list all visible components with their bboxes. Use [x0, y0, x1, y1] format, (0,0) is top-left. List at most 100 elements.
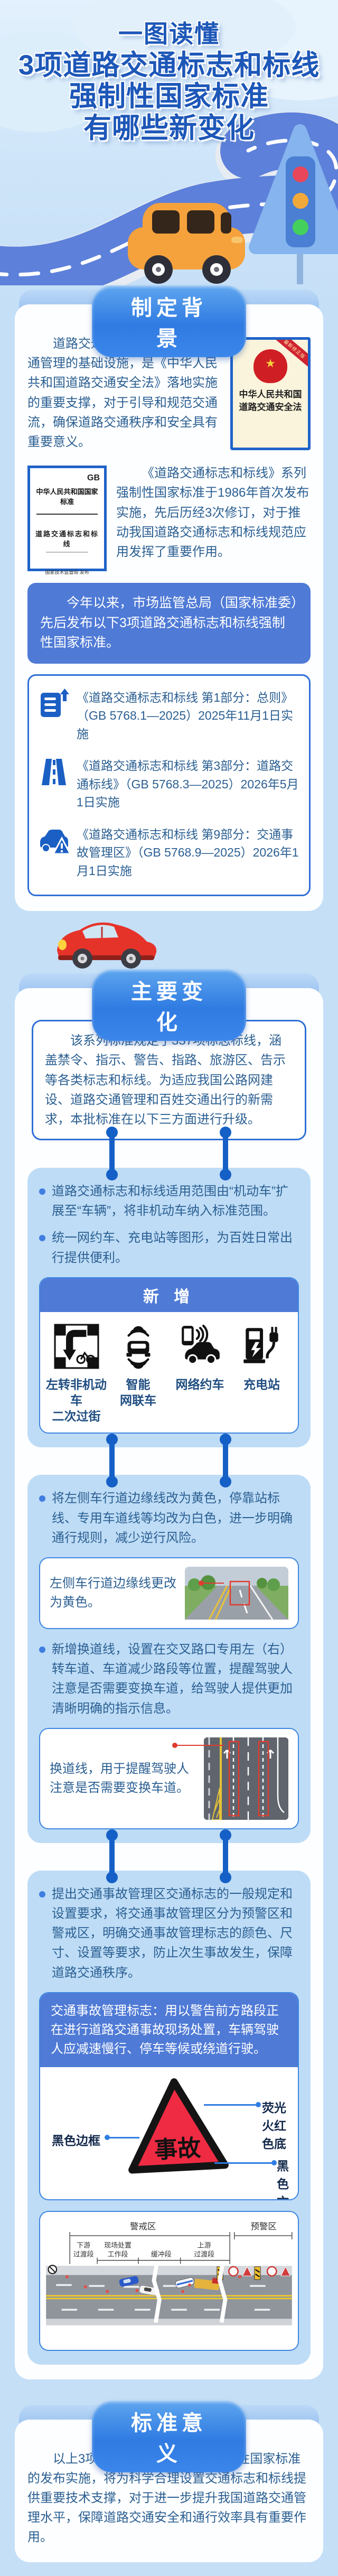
traffic-light-icon	[249, 124, 338, 284]
standard-item: 《道路交通标志和标线 第3部分：道路交通标线》（GB 5768.3—2025）2…	[39, 757, 299, 812]
gb-title: 道路交通标志和标线	[35, 530, 99, 548]
new-sign-item: 智能 网联车	[107, 1324, 169, 1409]
annotation-line	[204, 2101, 261, 2107]
connector-row	[27, 1438, 311, 1484]
accident-sign-definition: 交通事故管理标志：用以警告前方路段正在进行道路交通事故现场处置，车辆驾驶人应减速…	[40, 1993, 298, 2067]
connector	[109, 1131, 115, 1177]
bullet-dot	[39, 1495, 45, 1502]
annotation-label-border: 黑色边框	[52, 2133, 100, 2147]
hero-titles: 一图读懂 3项道路交通标志和标线 强制性国家标准 有哪些新变化	[0, 0, 338, 144]
gb-footer: 国家技术监督局 发布	[45, 570, 89, 575]
hero-section: 一图读懂 3项道路交通标志和标线 强制性国家标准 有哪些新变化	[0, 0, 338, 285]
standards-list: 《道路交通标志和标线 第1部分：总则》（GB 5768.1—2025）2025年…	[27, 674, 311, 897]
new-sign-item: 网络约车	[169, 1324, 231, 1393]
law-book-title-line2: 道路交通安全法	[239, 402, 302, 412]
bullet-dot	[39, 1188, 45, 1195]
standard-item: 《道路交通标志和标线 第1部分：总则》（GB 5768.1—2025）2025年…	[39, 688, 299, 743]
standard-text: 《道路交通标志和标线 第3部分：道路交通标线》（GB 5768.3—2025）2…	[77, 759, 299, 810]
orange-car-illustration	[128, 203, 245, 284]
new-sign-label: 网络约车	[175, 1377, 224, 1391]
section-significance: 标准意义 以上3项道路交通标志和标线强制性国家标准的发布实施，将为科学合理设置交…	[15, 2400, 323, 2562]
new-sign-item: 左转非机动车 二次过街	[45, 1324, 107, 1425]
new-sign-label: 网联车	[120, 1393, 156, 1407]
bullet-text: 新增换道线，设置在交叉路口专用左（右）转车道、车道减少路段等位置，提醒驾驶人注意…	[52, 1642, 293, 1716]
yellow-edge-line-label: 左侧车行道边缘线更改为黄色。	[50, 1576, 176, 1610]
annotation-line	[214, 2160, 277, 2165]
bullet-item: 道路交通标志和标线适用范围由“机动车”扩展至“车辆”，将非机动车纳入标准范围。	[39, 1182, 299, 1221]
standard-item: 《道路交通标志和标线 第9部分：交通事故管理区》（GB 5768.9—2025）…	[39, 825, 299, 880]
background-card: 道路交通标志和标线是道路交通管理的基础设施，是《中华人民共和国道路交通安全法》落…	[15, 304, 323, 912]
zone-label-pre: 预警区	[250, 2222, 276, 2231]
crossing-sign-icon	[54, 1324, 99, 1369]
bullet-dot	[39, 1647, 45, 1653]
accident-sign-body: 事故 黑色边框 荧光火红色底 黑色文字	[40, 2067, 298, 2199]
gb-standard-cover: GB 中华人民共和国国家标准 道路交通标志和标线 国家技术监督局 发布	[27, 466, 107, 575]
zone-label-main: 警戒区	[130, 2222, 156, 2231]
changes-group-3: 提出交通事故管理区交通标志的一般规定和设置要求，将交通事故管理区分为预警区和警戒…	[27, 1870, 311, 2365]
red-car-illustration	[57, 922, 157, 969]
annotation-label-text: 黑色文字	[277, 2159, 289, 2199]
bullet-text: 提出交通事故管理区交通标志的一般规定和设置要求，将交通事故管理区分为预警区和警戒…	[52, 1886, 293, 1980]
section-changes: 主要变化 该系列标准规定了337项标志标线，涵盖禁令、指示、警告、指路、旅游区、…	[15, 969, 323, 2379]
segment-label: 现场处置	[104, 2241, 132, 2249]
segment-label: 缓冲段	[151, 2250, 172, 2258]
bullet-text: 统一网约车、充电站等图形，为百姓日常出行提供便利。	[52, 1231, 293, 1265]
segment-label: 下游	[77, 2241, 90, 2249]
lane-diagram	[204, 1737, 288, 1820]
connector	[222, 1833, 228, 1879]
annotation-label-background: 荧光火红色底	[262, 2100, 286, 2151]
new-signs-header: 新 增	[40, 1278, 298, 1312]
bullet-dot	[39, 1891, 45, 1898]
law-book-cover: 最新修正版 中华人民共和国 道路交通安全法	[230, 337, 311, 450]
new-sign-label: 智能	[126, 1377, 151, 1391]
new-sign-item: 充电站	[231, 1324, 293, 1393]
background-paragraph-2: 《道路交通标志和标线》系列强制性国家标准于1986年首次发布实施，先后历经3次修…	[116, 466, 309, 559]
red-car-strip	[0, 914, 338, 969]
bullet-item: 提出交通事故管理区交通标志的一般规定和设置要求，将交通事故管理区分为预警区和警戒…	[39, 1884, 299, 1983]
bullet-text: 道路交通标志和标线适用范围由“机动车”扩展至“车辆”，将非机动车纳入标准范围。	[52, 1184, 288, 1219]
gb-header: 中华人民共和国国家标准	[36, 488, 98, 506]
law-book-title-line1: 中华人民共和国	[239, 389, 302, 399]
lane-change-line-label: 换道线，用于提醒驾驶人注意是否需要变换车道。	[50, 1761, 189, 1795]
page-title-line3: 强制性国家标准	[69, 81, 269, 113]
changes-group-2: 将左侧车行道边缘线改为黄色，停靠站标线、专用车道线等均改为白色，进一步明确通行规…	[27, 1475, 311, 1843]
bullet-item: 统一网约车、充电站等图形，为百姓日常出行提供便利。	[39, 1228, 299, 1267]
section-header-changes: 主要变化	[92, 969, 246, 1041]
new-sign-label: 二次过街	[52, 1409, 101, 1423]
announcement-box: 今年以来，市场监管总局（国家标准委）先后发布以下3项道路交通标志和标线强制性国家…	[27, 583, 311, 664]
annotation-line	[199, 1580, 224, 1586]
annotation-line	[105, 2134, 139, 2140]
changes-intro-text: 该系列标准规定了337项标志标线，涵盖禁令、指示、警告、指路、旅游区、告示等各类…	[45, 1034, 286, 1127]
road-icon	[42, 759, 66, 786]
road-photo	[185, 1567, 288, 1620]
bullet-dot	[39, 1235, 45, 1242]
page-title-line1: 一图读懂	[118, 20, 220, 48]
bullet-text: 将左侧车行道边缘线改为黄色，停靠站标线、专用车道线等均改为白色，进一步明确通行规…	[52, 1491, 293, 1545]
zone-diagram: 警戒区 预警区 下游 过渡段 现场处置 工作段 缓冲段 上游 过渡段	[46, 2222, 293, 2326]
connected-car-icon	[126, 1326, 151, 1369]
national-emblem-icon	[253, 349, 287, 383]
bullet-item: 新增换道线，设置在交叉路口专用左（右）转车道、车道减少路段等位置，提醒驾驶人注意…	[39, 1640, 299, 1718]
document-icon	[41, 688, 69, 717]
announcement-text: 今年以来，市场监管总局（国家标准委）先后发布以下3项道路交通标志和标线强制性国家…	[40, 596, 298, 650]
car-accident-icon	[40, 829, 69, 855]
changes-group-1: 道路交通标志和标线适用范围由“机动车”扩展至“车辆”，将非机动车纳入标准范围。 …	[27, 1168, 311, 1448]
standard-text: 《道路交通标志和标线 第9部分：交通事故管理区》（GB 5768.9—2025）…	[77, 827, 299, 878]
lane-change-line-card: 换道线，用于提醒驾驶人注意是否需要变换车道。	[39, 1727, 299, 1829]
page-title-line2: 3项道路交通标志和标线	[18, 50, 320, 81]
connector	[222, 1438, 228, 1484]
gb-code: GB	[87, 473, 100, 483]
new-sign-label: 左转非机动车	[46, 1377, 107, 1407]
new-signs-card: 新 增	[39, 1277, 299, 1434]
segment-label: 上游	[198, 2241, 211, 2249]
segment-label: 过渡段	[194, 2250, 214, 2258]
bullet-item: 将左侧车行道边缘线改为黄色，停靠站标线、专用车道线等均改为白色，进一步明确通行规…	[39, 1489, 299, 1548]
connector-row	[27, 1131, 311, 1177]
section-header-significance: 标准意义	[92, 2400, 246, 2472]
accident-sign-text: 事故	[154, 2135, 201, 2163]
ride-hailing-icon	[181, 1324, 220, 1365]
charging-station-icon	[243, 1326, 278, 1363]
road-illustration	[0, 111, 338, 285]
page-title-line4: 有哪些新变化	[83, 112, 255, 144]
